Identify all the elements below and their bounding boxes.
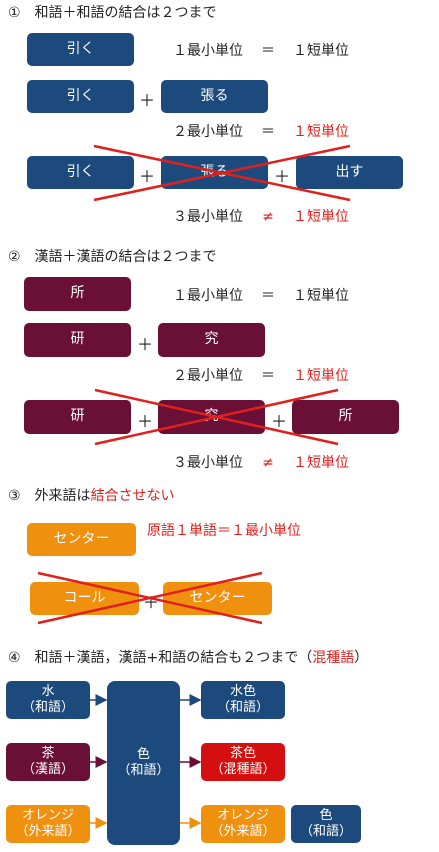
- plus-sign: ＋: [274, 167, 291, 186]
- word-center: センター: [163, 582, 272, 615]
- word-label: センター: [53, 530, 110, 547]
- eq-left: １最小単位: [173, 43, 243, 59]
- eq-left: ２最小単位: [173, 124, 243, 140]
- word-label: コール: [63, 589, 106, 606]
- equation-2-1: １最小単位 ＝ １短単位: [173, 285, 349, 305]
- eq-right: １短単位: [293, 455, 349, 471]
- node-orange2: オレンジ（外来語）: [201, 805, 285, 843]
- node-orange: オレンジ（外来語）: [6, 805, 90, 843]
- eq-op: ＝: [261, 43, 275, 59]
- word-label: 出す: [335, 163, 364, 180]
- word-label: 張る: [200, 87, 229, 104]
- word-hiku: 引く: [27, 33, 134, 66]
- node-type: （和語）: [117, 763, 170, 778]
- eq-op: ＝: [261, 124, 275, 140]
- word-label: 引く: [66, 87, 95, 104]
- heading-text: ③ 外来語は: [8, 488, 91, 504]
- equation-1-1: １最小単位 ＝ １短単位: [173, 40, 349, 60]
- plus-sign: ＋: [139, 91, 156, 110]
- section2-heading: ② 漢語＋漢語の結合は２つまで: [8, 249, 217, 265]
- eq-op: ≠: [262, 209, 274, 225]
- node-iro-suffix: 色（和語）: [291, 805, 361, 843]
- node-word: 水色: [229, 683, 256, 699]
- node-mizuiro: 水色（和語）: [201, 681, 285, 719]
- node-type: （外来語）: [15, 824, 81, 839]
- eq-right: １短単位: [293, 288, 349, 304]
- heading-highlight: 混種語: [312, 650, 355, 666]
- word-label: 所: [338, 408, 353, 425]
- word-sho: 所: [292, 400, 399, 434]
- heading-text: ④ 和語＋漢語，漢語+和語の結合も２つまで（: [8, 650, 313, 666]
- eq-right: １短単位: [293, 368, 349, 384]
- node-mizu: 水（和語）: [6, 681, 90, 719]
- crossout-s3: [37, 571, 263, 625]
- equation-2-3: ３最小単位 ≠ １短単位: [173, 452, 349, 472]
- word-dasu: 出す: [296, 156, 403, 189]
- heading-highlight: 結合させない: [90, 488, 175, 504]
- node-word: 色: [136, 746, 150, 762]
- word-label: 究: [204, 331, 219, 348]
- word-label: 引く: [66, 163, 95, 180]
- node-type: （和語）: [299, 824, 352, 839]
- node-chairo: 茶色（混種語）: [201, 743, 285, 781]
- word-ken: 研: [24, 323, 131, 357]
- node-type: （和語）: [216, 700, 269, 715]
- node-word: 茶: [41, 745, 55, 761]
- node-word: オレンジ: [216, 807, 269, 823]
- section4-heading: ④ 和語＋漢語，漢語+和語の結合も２つまで（混種語）: [8, 647, 368, 667]
- word-hiku: 引く: [27, 156, 134, 189]
- eq-left: ３最小単位: [173, 455, 243, 471]
- equation-2-2: ２最小単位 ＝ １短単位: [173, 365, 349, 385]
- node-type: （外来語）: [210, 824, 276, 839]
- equation-1-2: ２最小単位 ＝ １短単位: [173, 121, 349, 141]
- word-label: 研: [70, 408, 85, 425]
- word-hiku: 引く: [27, 80, 134, 113]
- eq-op: ＝: [261, 368, 275, 384]
- plus-sign: ＋: [137, 412, 154, 431]
- node-word: オレンジ: [21, 807, 74, 823]
- loanword-note: 原語１単語＝１最小単位: [147, 523, 301, 539]
- node-type: （漢語）: [21, 762, 74, 777]
- eq-right: １短単位: [293, 124, 349, 140]
- word-haru: 張る: [161, 80, 268, 113]
- node-word: 茶色: [229, 745, 256, 761]
- eq-op: ＝: [261, 288, 275, 304]
- word-label: 引く: [66, 40, 95, 57]
- word-ken: 研: [24, 400, 131, 434]
- heading-text-end: ）: [354, 650, 369, 666]
- word-label: センター: [189, 589, 246, 606]
- node-cha: 茶（漢語）: [6, 743, 90, 781]
- word-sho: 所: [24, 277, 131, 311]
- crossout-s1: [93, 144, 351, 202]
- word-center: センター: [27, 523, 136, 556]
- eq-left: ２最小単位: [173, 368, 243, 384]
- eq-right: １短単位: [293, 43, 349, 59]
- plus-sign: ＋: [139, 167, 156, 186]
- node-type: （和語）: [21, 700, 74, 715]
- word-kyu: 究: [158, 323, 265, 357]
- eq-left: １最小単位: [173, 288, 243, 304]
- node-word: 水: [41, 683, 55, 699]
- word-label: 所: [70, 285, 85, 302]
- section1-heading: ① 和語＋和語の結合は２つまで: [8, 5, 217, 21]
- eq-right: １短単位: [293, 209, 349, 225]
- node-word: 色: [319, 807, 333, 823]
- node-type: （混種語）: [210, 762, 276, 777]
- eq-left: ３最小単位: [173, 209, 243, 225]
- crossout-s2: [94, 388, 339, 446]
- word-call: コール: [30, 582, 139, 615]
- section3-heading: ③ 外来語は結合させない: [8, 485, 175, 505]
- equation-1-3: ３最小単位 ≠ １短単位: [173, 206, 349, 226]
- plus-sign: ＋: [271, 412, 288, 431]
- eq-op: ≠: [262, 455, 274, 471]
- plus-sign: ＋: [137, 335, 154, 354]
- word-label: 研: [70, 331, 85, 348]
- node-iro-center: 色（和語）: [107, 681, 180, 845]
